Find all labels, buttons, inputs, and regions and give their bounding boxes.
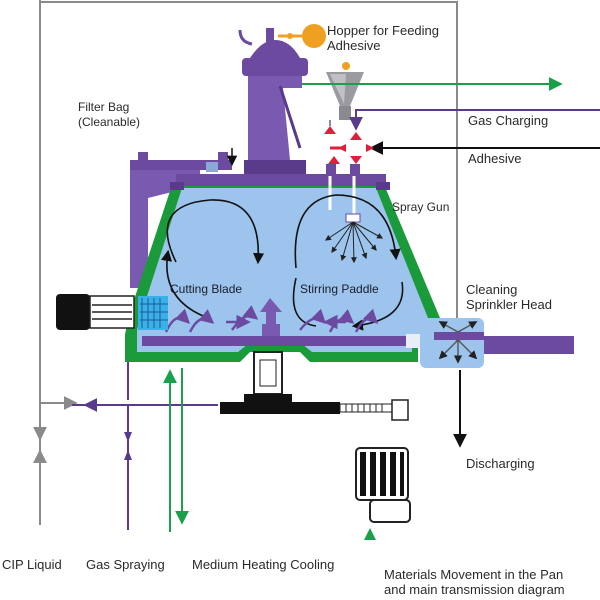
gas-spraying-label: Gas Spraying	[86, 557, 165, 572]
cutting-blade-motor	[56, 294, 168, 330]
filter-bag-label-line1: Filter Bag	[78, 100, 130, 114]
filter-bag-label-line2: (Cleanable)	[78, 115, 141, 129]
cip-frame-line	[39, 0, 458, 525]
adhesive-label: Adhesive	[468, 151, 522, 166]
diagram-caption: Materials Movement in the Pan and main t…	[384, 567, 565, 597]
spray-gun-label: Spray Gun	[392, 200, 450, 214]
hopper-label: Hopper for Feeding Adhesive	[327, 23, 439, 53]
diagram-caption-line1: Materials Movement in the Pan	[384, 567, 564, 582]
cleaning-sprinkler-label: Cleaning Sprinkler Head	[466, 282, 552, 312]
cleaning-sprinkler-head	[420, 318, 574, 368]
spray-gun	[325, 176, 384, 264]
filter-bag-label: Filter Bag (Cleanable)	[78, 100, 140, 130]
stirring-paddle-label: Stirring Paddle	[300, 282, 379, 296]
medium-heating-cooling-line	[163, 368, 189, 532]
cip-liquid-label: CIP Liquid	[2, 557, 62, 572]
gas-charging-label: Gas Charging	[468, 113, 549, 128]
center-up-arrow	[260, 298, 282, 336]
cutting-blade-label: Cutting Blade	[170, 282, 243, 296]
main-drive-motor	[355, 447, 411, 540]
hopper-label-line1: Hopper for Feeding	[327, 23, 440, 38]
drive-base	[220, 351, 409, 421]
medium-heating-cooling-label: Medium Heating Cooling	[192, 557, 335, 572]
hopper-label-line2: Adhesive	[327, 38, 381, 53]
adhesive-hopper	[278, 24, 364, 120]
filter-bag-tower	[238, 28, 308, 174]
vessel-lid	[170, 148, 390, 190]
discharging-label: Discharging	[466, 456, 535, 471]
vessel-body	[137, 188, 428, 352]
diagram-caption-line2: and main transmission diagram	[384, 582, 565, 597]
gas-charging-line	[324, 109, 600, 176]
cleaning-sprinkler-label-line1: Cleaning	[466, 282, 518, 297]
cleaning-sprinkler-label-line2: Sprinkler Head	[466, 297, 552, 312]
gas-spraying-line	[72, 362, 218, 530]
